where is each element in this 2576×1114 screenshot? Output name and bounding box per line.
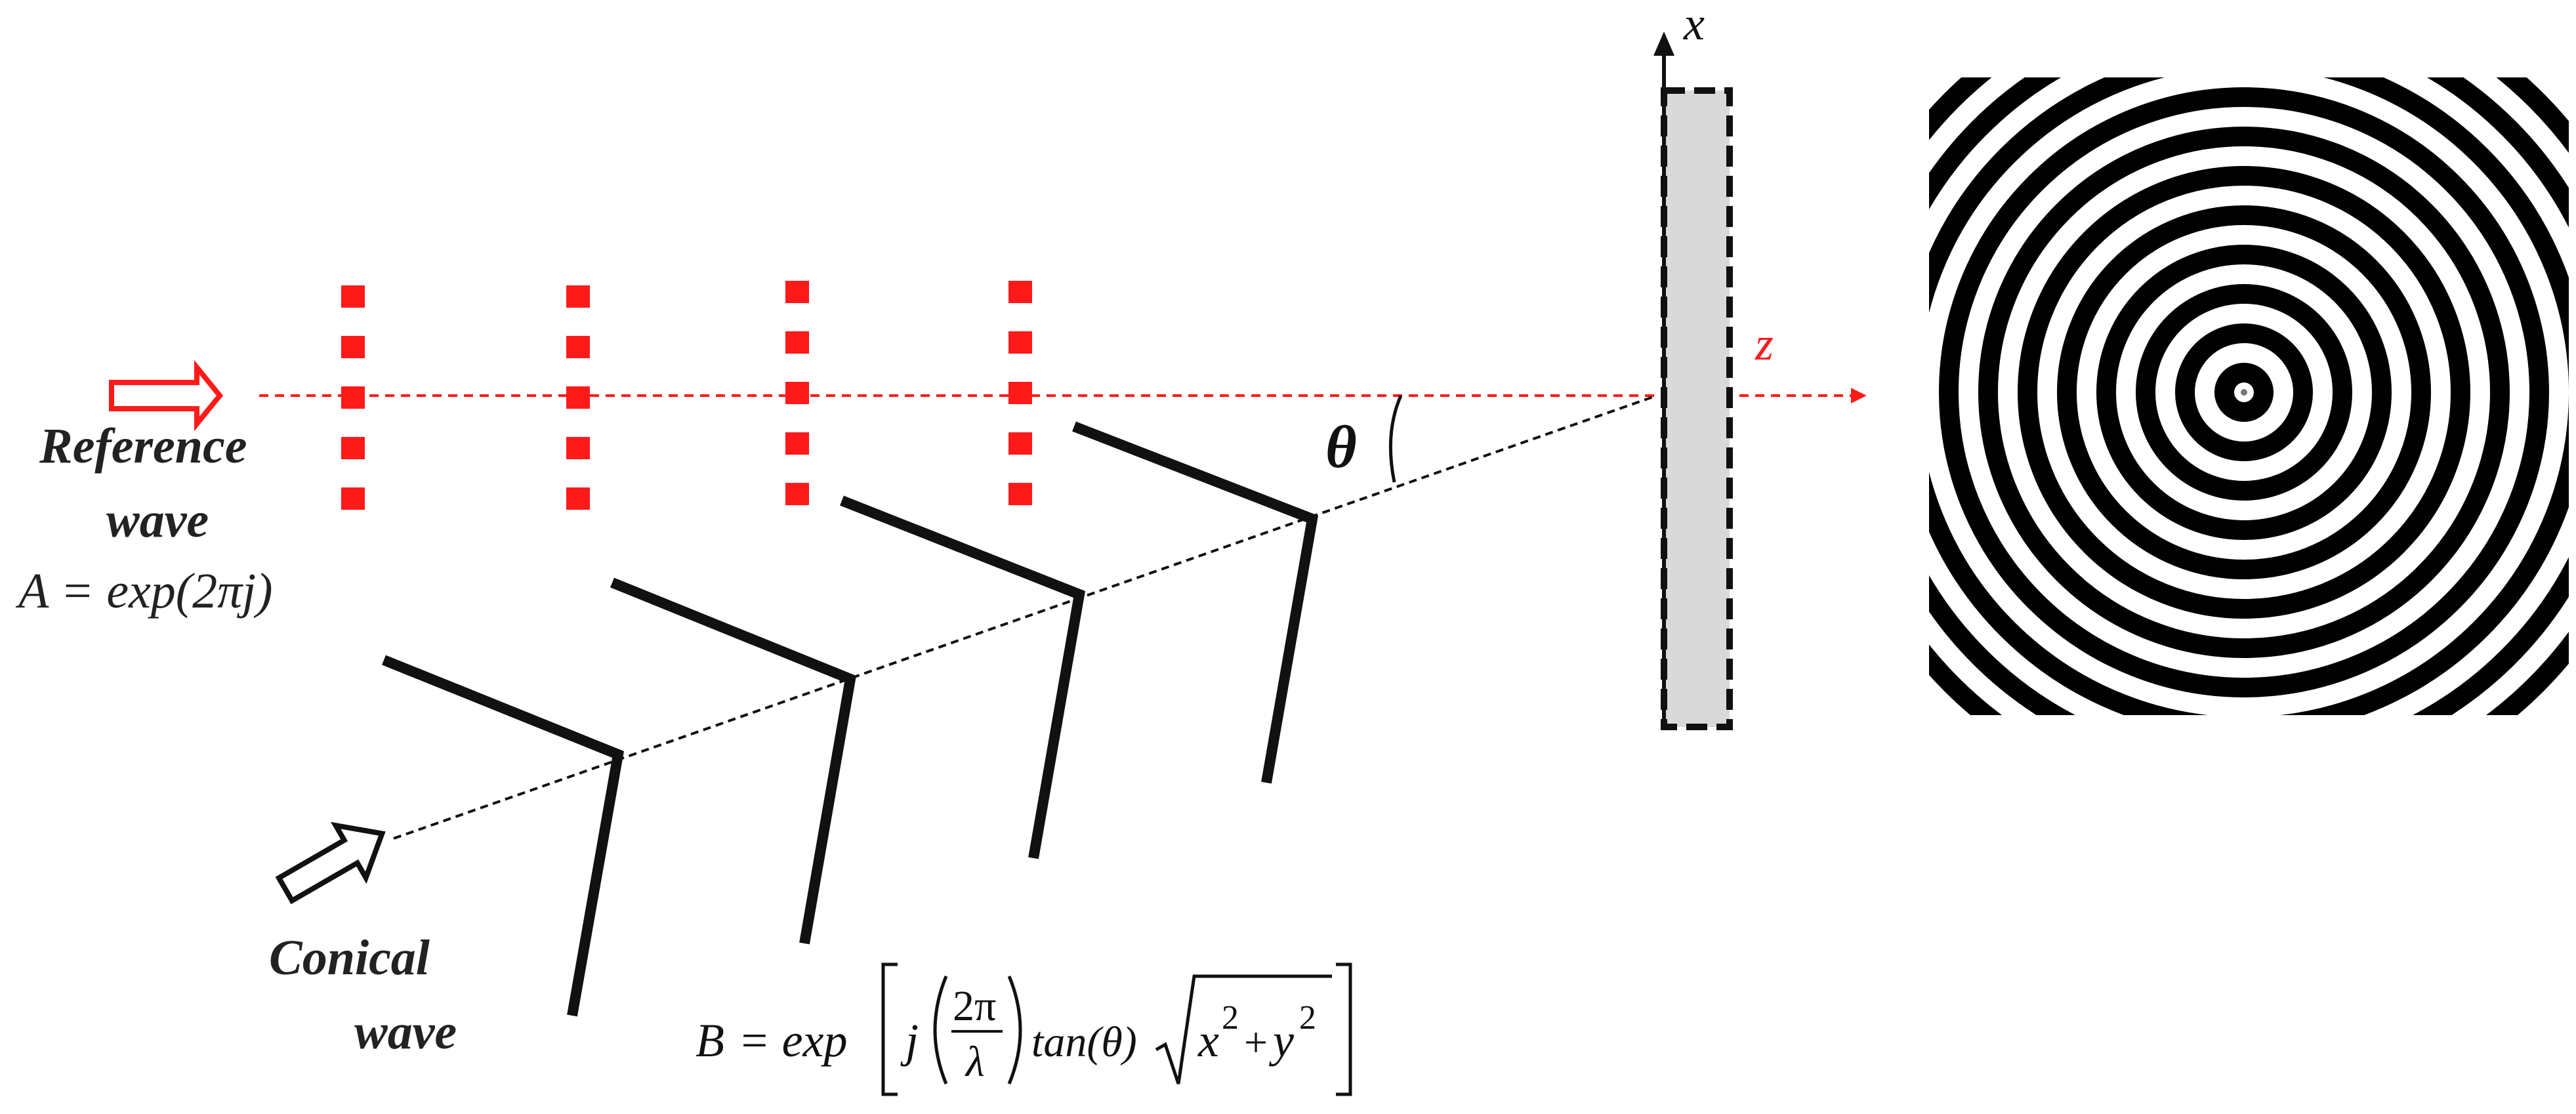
- reference-arrow-icon: [109, 360, 224, 432]
- conical-wave-label-line1: Conical: [269, 930, 430, 985]
- ring-3: [2136, 284, 2352, 501]
- conical-wavefront-4: [1072, 421, 1319, 784]
- recording-plate: [1661, 87, 1733, 730]
- conical-wavefront-2: [610, 577, 856, 945]
- reference-wavefronts: [341, 281, 1032, 510]
- reference-wavefront-2: [566, 285, 590, 510]
- eq-left-paren: [933, 976, 948, 1084]
- conical-axis-line: [393, 394, 1657, 840]
- eq-numerator: 2π: [953, 982, 996, 1030]
- eq-B: B: [696, 1014, 724, 1067]
- eq-equals-exp: = exp: [738, 1014, 848, 1067]
- reference-wave-label-line1: Reference: [39, 419, 247, 474]
- eq-y-sup: 2: [1299, 999, 1316, 1037]
- conical-wave-label-line2: wave: [354, 1004, 457, 1060]
- eq-y: y: [1268, 1014, 1294, 1067]
- ring-1: [2214, 363, 2274, 422]
- reference-wavefront-3: [785, 281, 809, 505]
- ring-8: [1939, 87, 2549, 697]
- ring-2: [2175, 323, 2313, 461]
- reference-wave-label-line2: wave: [106, 493, 209, 548]
- conical-wave-equation: B = exp j 2π λ tan(θ) x 2 + y 2: [696, 962, 1352, 1096]
- reference-wavefront-1: [341, 285, 365, 510]
- theta-arc: [1388, 394, 1403, 483]
- ring-pattern: [1929, 77, 2569, 715]
- ring-center-dot: [2241, 389, 2247, 396]
- theta-label: θ: [1325, 413, 1357, 480]
- eq-tan: tan(θ): [1031, 1018, 1137, 1066]
- x-axis-label: x: [1683, 0, 1705, 50]
- ring-6: [2018, 166, 2470, 619]
- ring-4: [2096, 245, 2392, 540]
- conical-wavefront-3: [840, 495, 1085, 859]
- ring-5: [2057, 205, 2431, 579]
- eq-j: j: [900, 1014, 919, 1067]
- eq-plus: +: [1244, 1019, 1268, 1065]
- x-axis-arrowhead: [1653, 31, 1674, 56]
- eq-x-sup: 2: [1222, 999, 1239, 1037]
- ring-7: [1978, 127, 2510, 658]
- conical-arrow-icon: [275, 821, 386, 905]
- conical-wavefront-1: [382, 655, 625, 1017]
- eq-right-bracket: [1336, 962, 1352, 1096]
- eq-right-paren: [1007, 976, 1022, 1084]
- eq-sqrt-sign: [1155, 974, 1332, 1084]
- eq-x: x: [1197, 1014, 1219, 1067]
- eq-left-bracket: [881, 962, 898, 1096]
- z-axis-label: z: [1755, 318, 1774, 370]
- reference-wavefront-4: [1008, 281, 1032, 505]
- eq-denominator: λ: [965, 1038, 985, 1086]
- conical-wavefronts: [382, 421, 1319, 1017]
- reference-wave-equation: A = exp(2πj): [15, 564, 273, 619]
